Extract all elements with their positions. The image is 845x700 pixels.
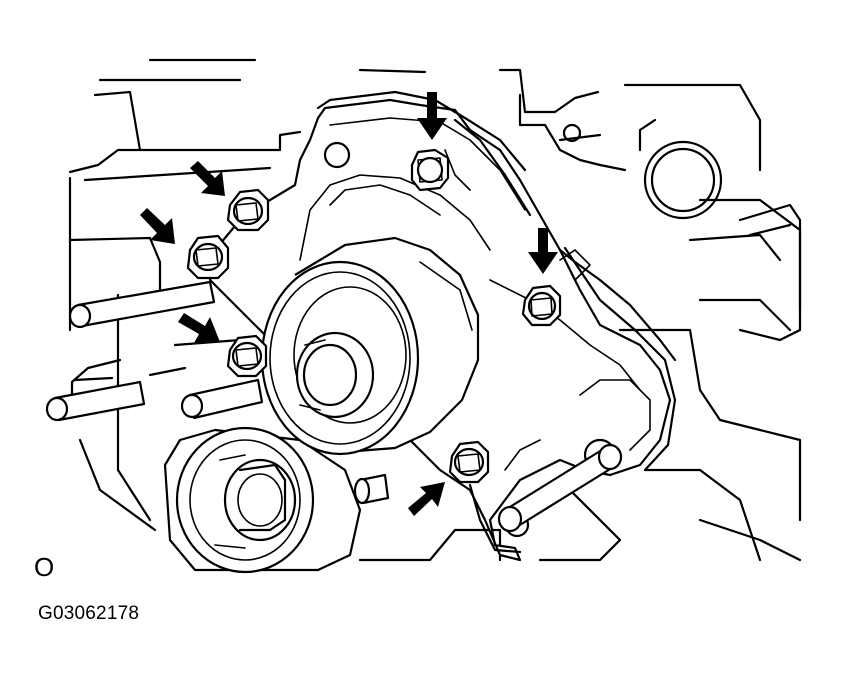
bolt-right — [521, 284, 562, 327]
dowel-pin-center — [180, 378, 264, 420]
arrow-icon-lower-left — [178, 313, 220, 343]
dowel-pins — [45, 280, 623, 533]
block-bore-right — [738, 203, 802, 342]
arrow-icon-upper-left — [190, 161, 225, 196]
arrow-icon-right — [528, 228, 558, 274]
bolt-middle-left — [186, 234, 230, 280]
dowel-pin-right — [497, 443, 623, 533]
timing-cover-edge — [453, 118, 677, 554]
view-marker: O — [34, 552, 55, 582]
dowel-pin-small — [353, 473, 390, 505]
idler-pulley — [260, 236, 480, 456]
engine-block-outline — [68, 58, 802, 562]
arrow-icon-middle-left — [140, 208, 175, 244]
dowel-pin-left-lower — [45, 358, 146, 422]
bolt-upper-center — [410, 148, 450, 192]
arrow-icon-upper-center — [417, 92, 447, 140]
lower-idler-pulley — [163, 426, 362, 574]
dowel-pin-left-upper — [68, 280, 216, 329]
bolt-upper-left — [226, 188, 270, 232]
bolt-lower-right — [448, 440, 490, 484]
bolt-lower-left — [226, 334, 268, 378]
block-bore-upper — [643, 140, 723, 220]
arrow-icon-lower-right — [408, 482, 445, 516]
figure-code: G03062178 — [38, 603, 140, 624]
